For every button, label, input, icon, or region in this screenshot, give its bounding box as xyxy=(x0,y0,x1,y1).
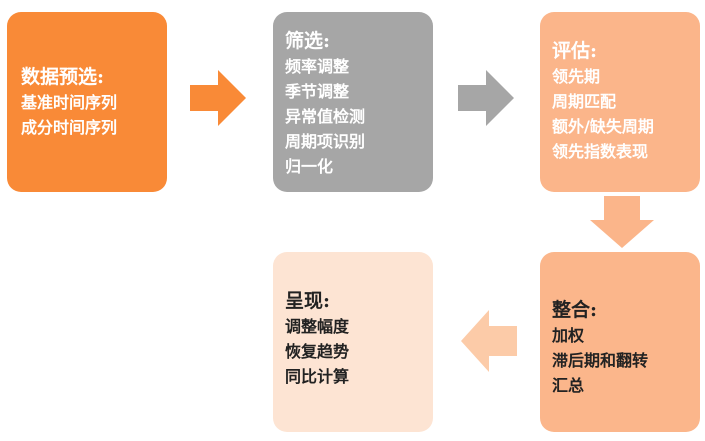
step-title: 数据预选: xyxy=(21,66,105,88)
step-title: 呈现: xyxy=(285,289,331,312)
step-item: 滞后期和翻转 xyxy=(552,350,649,370)
step-item: 归一化 xyxy=(285,157,334,176)
step-item: 领先指数表现 xyxy=(552,142,649,161)
step-data-preselection: 数据预选: 基准时间序列 成分时间序列 xyxy=(7,12,167,192)
right-arrow-icon xyxy=(458,70,514,126)
step-integration: 整合: 加权 滞后期和翻转 汇总 xyxy=(540,252,700,432)
step-item: 额外/缺失周期 xyxy=(552,117,654,136)
step-item: 同比计算 xyxy=(285,366,350,386)
step-item: 调整幅度 xyxy=(285,316,350,336)
step-presentation: 呈现: 调整幅度 恢复趋势 同比计算 xyxy=(273,252,433,432)
down-arrow-icon xyxy=(590,196,654,248)
step-item: 季节调整 xyxy=(285,82,350,101)
step-title: 整合: xyxy=(552,298,598,321)
step-item: 领先期 xyxy=(552,67,601,86)
step-item: 周期项识别 xyxy=(285,132,366,151)
step-item: 成分时间序列 xyxy=(21,118,118,137)
left-arrow-icon xyxy=(461,310,517,372)
right-arrow-icon xyxy=(190,70,246,126)
step-evaluation: 评估: 领先期 周期匹配 额外/缺失周期 领先指数表现 xyxy=(540,12,700,192)
step-title: 评估: xyxy=(552,40,598,62)
step-item: 异常值检测 xyxy=(285,107,366,126)
step-item: 基准时间序列 xyxy=(21,93,118,112)
step-item: 恢复趋势 xyxy=(285,341,350,361)
step-title: 筛选: xyxy=(285,30,331,52)
step-item: 汇总 xyxy=(552,375,585,395)
step-item: 周期匹配 xyxy=(552,92,617,111)
step-item: 加权 xyxy=(552,325,585,345)
step-filtering: 筛选: 频率调整 季节调整 异常值检测 周期项识别 归一化 xyxy=(273,12,433,192)
step-item: 频率调整 xyxy=(285,57,350,76)
